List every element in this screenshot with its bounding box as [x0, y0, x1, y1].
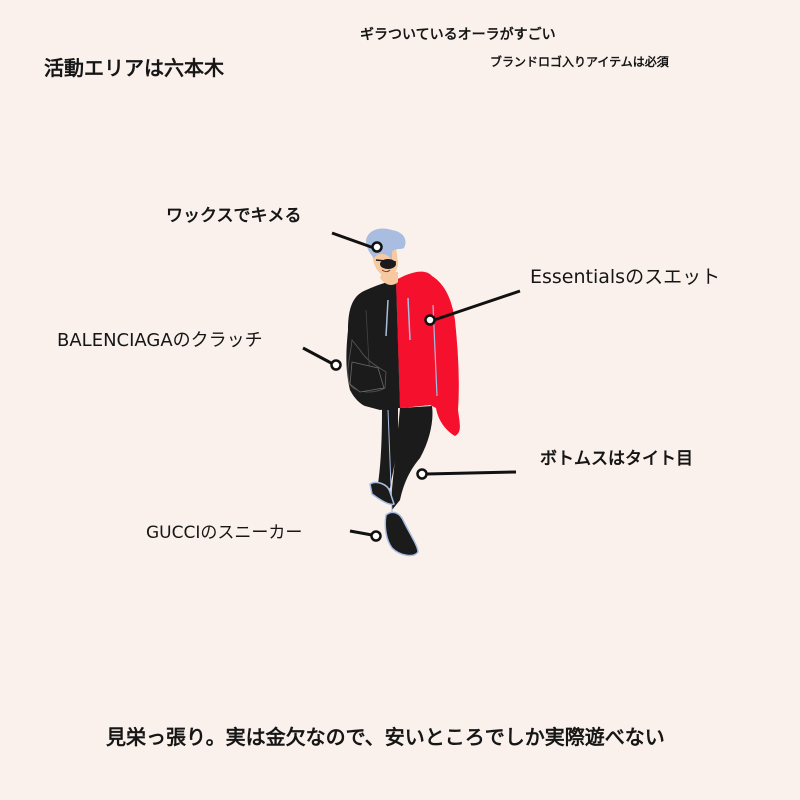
aura-label: ギラついているオーラがすごい	[360, 27, 556, 43]
black-jacket	[346, 280, 400, 410]
tight-bottoms	[378, 406, 433, 513]
callout-label-clutch: BALENCIAGAのクラッチ	[57, 330, 263, 351]
callout-line-hair	[331, 231, 383, 253]
callout-label-sneakers: GUCCIのスニーカー	[146, 523, 303, 543]
callout-label-bottoms: ボトムスはタイト目	[540, 449, 693, 469]
callout-label-hair: ワックスでキメる	[166, 206, 302, 226]
callout-line-bottoms	[416, 468, 517, 480]
callout-line-sneakers	[349, 529, 382, 542]
callout-label-sweat: Essentialsのスエット	[530, 266, 721, 288]
callout-line-sweat	[424, 289, 521, 326]
brand-logo-label: ブランドロゴ入りアイテムは必須	[490, 55, 669, 69]
gucci-sneakers	[369, 481, 419, 557]
head	[366, 228, 406, 277]
area-label: 活動エリアは六本木	[44, 56, 224, 80]
callout-line-clutch	[302, 346, 342, 371]
footer-caption: 見栄っ張り。実は金欠なので、安いところでしか実際遊べない	[106, 725, 665, 749]
red-sweat-hoodie	[396, 271, 460, 436]
clutch-bag	[349, 361, 385, 393]
